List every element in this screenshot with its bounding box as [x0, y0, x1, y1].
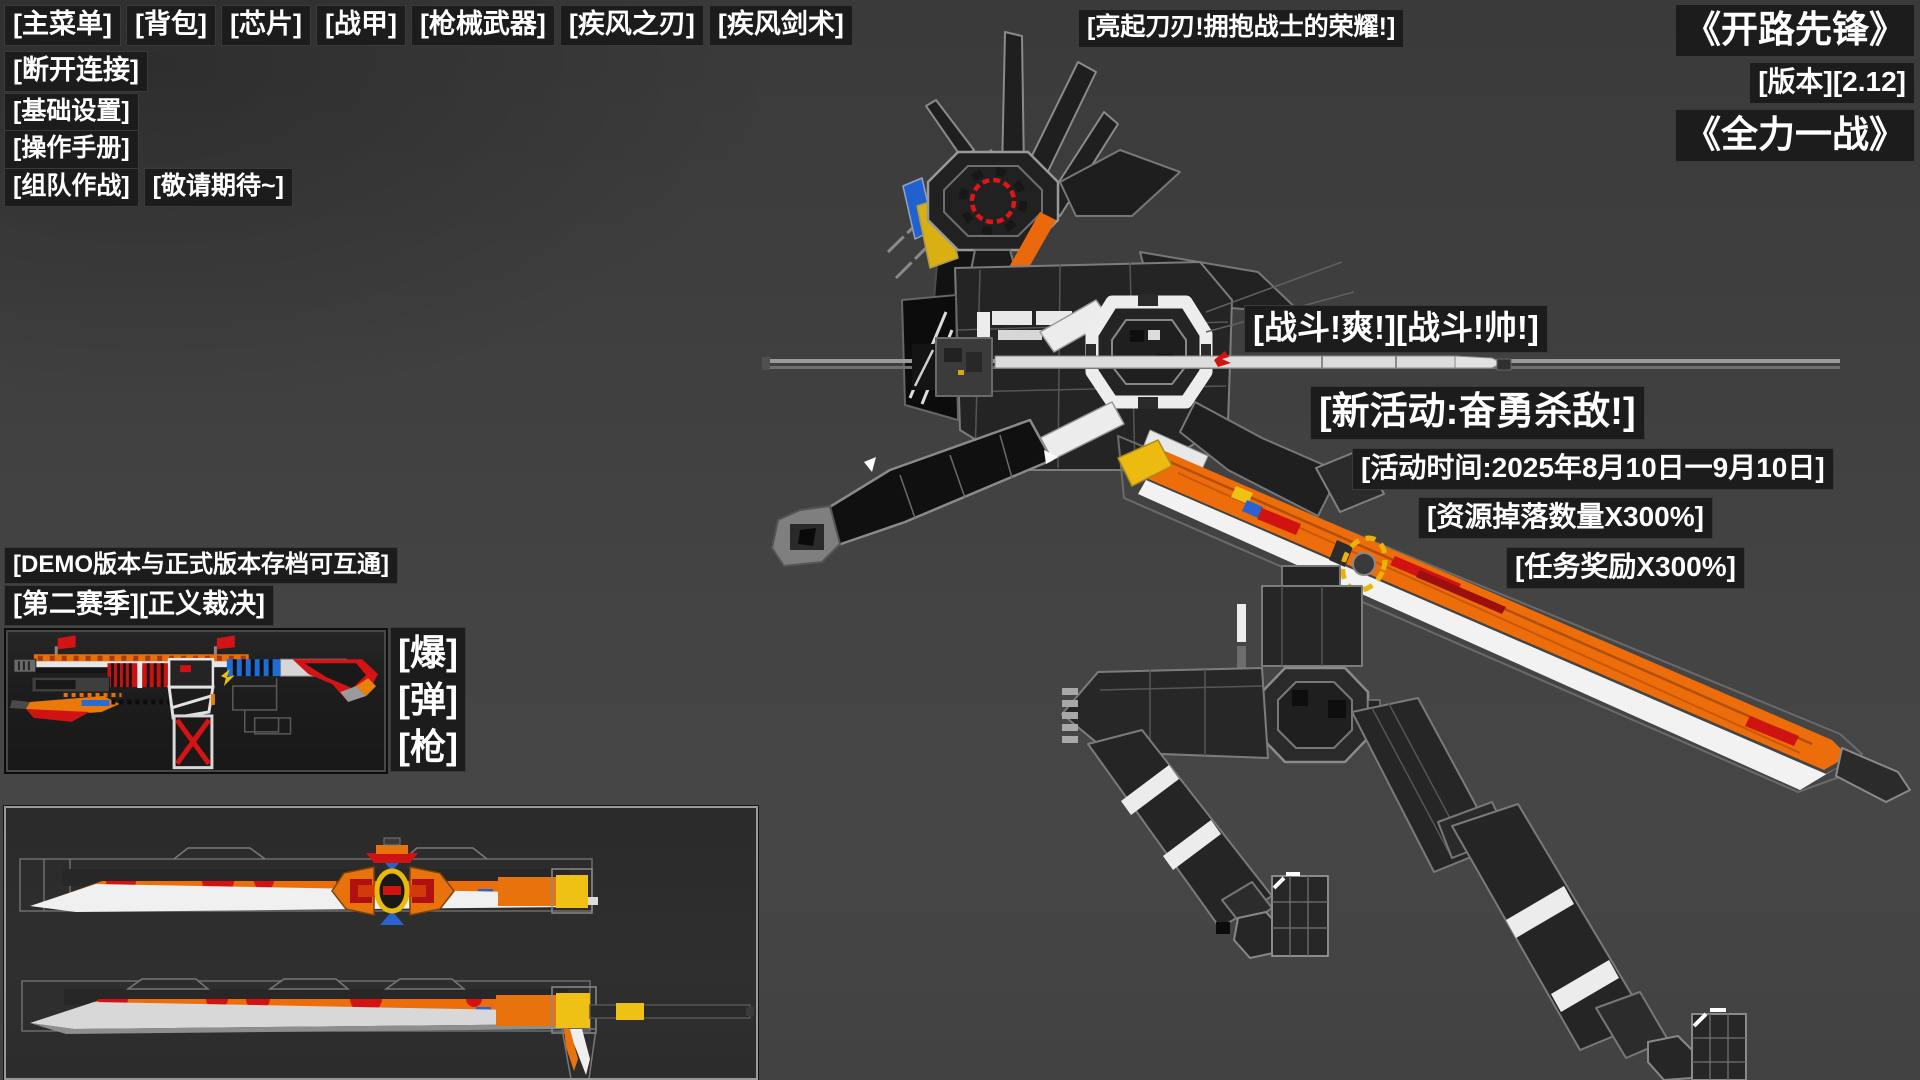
menu-item-manual[interactable]: [操作手册]: [4, 130, 139, 169]
menu-item-armor[interactable]: [战甲]: [315, 5, 406, 46]
mech-render: [762, 31, 1911, 1080]
menu-item-gale-blade[interactable]: [疾风之刃]: [559, 5, 704, 46]
menu-item-disconnect[interactable]: [断开连接]: [4, 51, 148, 92]
menu-item-gale-sword-art[interactable]: [疾风剑术]: [708, 5, 853, 46]
head-red-ring: [969, 177, 1017, 225]
lance-hand: [912, 337, 993, 397]
announcement-battle: [战斗!爽!][战斗!帅!]: [1244, 305, 1548, 354]
demo-save-note: [DEMO版本与正式版本存档可互通]: [4, 547, 398, 585]
greatsword: [1117, 435, 1911, 803]
pelvis: [1237, 565, 1381, 764]
weapon-tag-bullet: [弹]: [398, 679, 458, 720]
menu-item-chips[interactable]: [芯片]: [220, 5, 311, 46]
sword-tip-sheath: [1835, 747, 1911, 803]
lightning-icon: [220, 669, 235, 687]
dual-blades-render: [19, 837, 754, 1078]
weapon-tag-gun: [枪]: [398, 726, 458, 767]
menu-item-main-menu[interactable]: [主菜单]: [4, 5, 121, 46]
announcement-task-bonus: [任务奖励X300%]: [1506, 547, 1745, 590]
rifle-showcase-panel: [4, 628, 388, 774]
menu-item-team-battle[interactable]: [组队作战]: [4, 168, 139, 207]
announcement-resource-bonus: [资源掉落数量X300%]: [1418, 497, 1713, 540]
menu-item-settings[interactable]: [基础设置]: [4, 93, 139, 132]
sword-pommel: [1117, 439, 1173, 487]
main-menu-row: [主菜单] [背包] [芯片] [战甲] [枪械武器] [疾风之刃] [疾风剑术…: [4, 5, 853, 46]
announcement-new-event: [新活动:奋勇杀敌!]: [1310, 386, 1645, 441]
left-leg: [1061, 667, 1329, 959]
weapon-tag-explosive: [爆]: [398, 632, 458, 673]
blade-top: [19, 837, 598, 925]
sword-white-edge: [1138, 480, 1850, 790]
blade-bottom: [21, 978, 754, 1078]
announcement-event-time: [活动时间:2025年8月10日一9月10日]: [1352, 448, 1834, 491]
right-leg: [1351, 697, 1747, 1080]
team-row: [组队作战] [敬请期待~]: [4, 168, 293, 207]
season-banner: [第二赛季][正义裁决]: [4, 585, 274, 626]
menu-item-backpack[interactable]: [背包]: [125, 5, 216, 46]
slogan-banner: [亮起刀刃!拥抱战士的荣耀!]: [1078, 9, 1405, 48]
weapon-tags-column: [爆] [弹] [枪]: [390, 627, 466, 772]
lance: [762, 351, 1840, 371]
team-coming-soon-note: [敬请期待~]: [143, 168, 293, 207]
rifle-render: [9, 635, 379, 770]
blades-showcase-panel: [4, 806, 758, 1080]
menu-item-guns[interactable]: [枪械武器]: [410, 5, 555, 46]
version-badge: [版本][2.12]: [1749, 62, 1915, 105]
blade-ornament: [331, 837, 455, 925]
game-title: 《开路先锋》: [1675, 4, 1915, 58]
title-column: 《开路先锋》 [版本][2.12] 《全力一战》: [1675, 4, 1915, 163]
lance-red-mark: [1214, 351, 1231, 367]
game-motto: 《全力一战》: [1675, 109, 1915, 163]
shoulder-shield: [1085, 294, 1213, 409]
left-arm-cone: [771, 418, 1058, 567]
